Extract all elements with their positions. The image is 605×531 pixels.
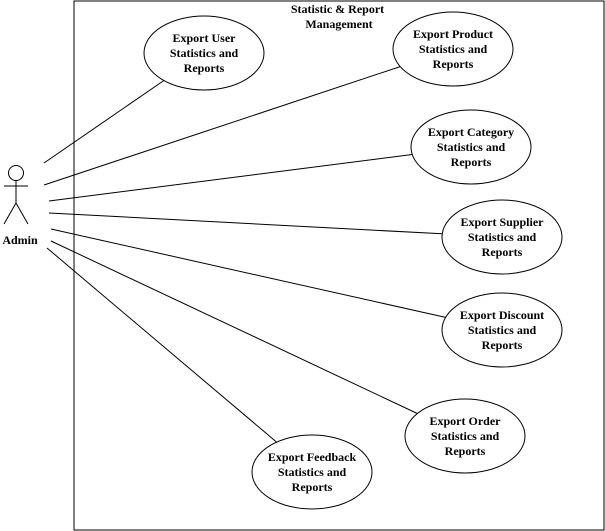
use-case-label-line: Statistics and [278,465,347,479]
use-case-ellipse [392,11,514,87]
system-boundary [73,0,605,531]
use-case-label-line: Export Supplier [460,215,544,229]
association-line-discount [50,228,446,318]
use-case-label-line: Statistics and [437,140,506,154]
association-line-feedback [46,247,277,443]
association-line-order [50,240,418,414]
use-case-label-line: Statistics and [468,323,537,337]
use-case-ellipse [404,398,526,474]
use-case-label-line: Statistics and [431,429,500,443]
use-case-label-line: Export Discount [460,308,544,322]
actor-admin[interactable] [3,165,29,225]
use-case-label-line: Export Order [430,414,502,428]
use-case-label-line: Statistics and [170,46,239,60]
use-case-label-line: Reports [292,480,333,494]
association-line-category [48,154,413,202]
use-case-label-line: Reports [445,444,486,458]
associations [43,66,446,443]
use-case-label-line: Export Feedback [268,450,357,464]
use-case-ellipse [441,199,563,275]
use-case-ellipse [251,434,373,510]
use-case-label-line: Reports [482,245,523,259]
system-title-line-2: Management [305,17,372,31]
use-case-ellipse [143,15,265,91]
association-line-user [43,80,165,164]
use-case-label-line: Reports [451,155,492,169]
use-case-label-line: Export User [173,31,237,45]
use-case-label-line: Statistics and [468,230,537,244]
actor-right-leg [15,202,29,225]
association-line-product [43,66,401,186]
use-case-label-line: Reports [433,57,474,71]
actor-name: Admin [2,233,38,247]
use-case-label-line: Export Category [428,125,514,139]
use-case-label-line: Reports [184,61,225,75]
actor-left-leg [3,202,17,225]
use-case-ellipse [410,109,532,185]
actor-head [8,165,24,181]
association-line-supplier [48,212,443,235]
system-title: Statistic & Report Management [291,2,387,31]
use-case-label-line: Statistics and [419,42,488,56]
use-case-label-line: Reports [482,338,523,352]
use-case-ellipse [441,292,563,368]
system-title-line-1: Statistic & Report [291,2,384,16]
use-case-label-line: Export Product [413,27,493,41]
